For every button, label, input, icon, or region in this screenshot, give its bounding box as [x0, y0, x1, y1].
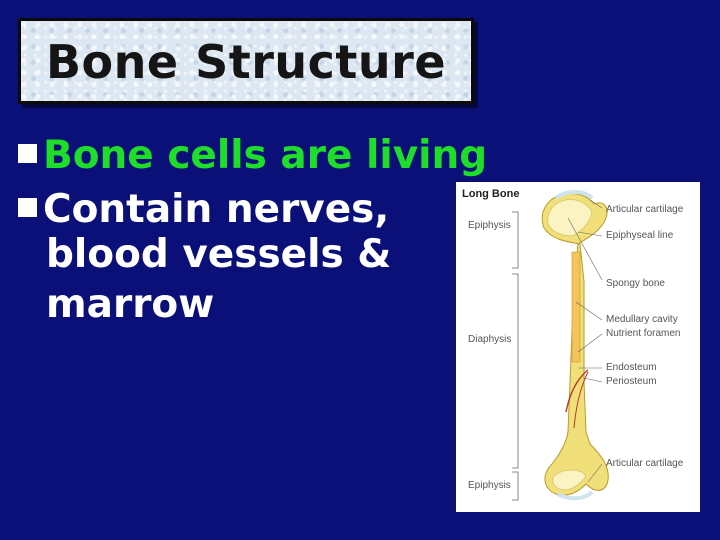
- bullet-1: Bone cells are living: [18, 134, 487, 178]
- label-articular-cartilage-bottom: Articular cartilage: [606, 458, 684, 469]
- bullet-1-text: Bone cells are living: [43, 133, 488, 178]
- slide-title: Bone Structure: [45, 35, 447, 89]
- bullet-2-line-2: blood vessels &: [46, 232, 392, 277]
- label-epiphyseal-line: Epiphyseal line: [606, 230, 674, 241]
- long-bone-figure: Long Bone Epiphysis Diaphysis Epiphysis …: [456, 182, 700, 512]
- bullet-2: Contain nerves,: [18, 188, 389, 232]
- label-medullary-cavity: Medullary cavity: [606, 314, 678, 325]
- figure-title: Long Bone: [462, 188, 520, 200]
- left-label-diaphysis: Diaphysis: [468, 334, 512, 345]
- long-bone-illustration: [512, 190, 609, 501]
- label-endosteum: Endosteum: [606, 362, 657, 373]
- bullet-2-line-3: marrow: [46, 282, 215, 327]
- title-box: Bone Structure: [18, 18, 474, 104]
- label-periosteum: Periosteum: [606, 376, 657, 387]
- bullet-square-icon: [18, 198, 37, 217]
- label-nutrient-foramen: Nutrient foramen: [606, 328, 681, 339]
- bullet-square-icon: [18, 144, 37, 163]
- left-label-epiphysis-bottom: Epiphysis: [468, 480, 511, 491]
- label-spongy-bone: Spongy bone: [606, 278, 665, 289]
- bullet-2-line-1: Contain nerves,: [43, 187, 390, 232]
- label-articular-cartilage-top: Articular cartilage: [606, 204, 684, 215]
- left-label-epiphysis-top: Epiphysis: [468, 220, 511, 231]
